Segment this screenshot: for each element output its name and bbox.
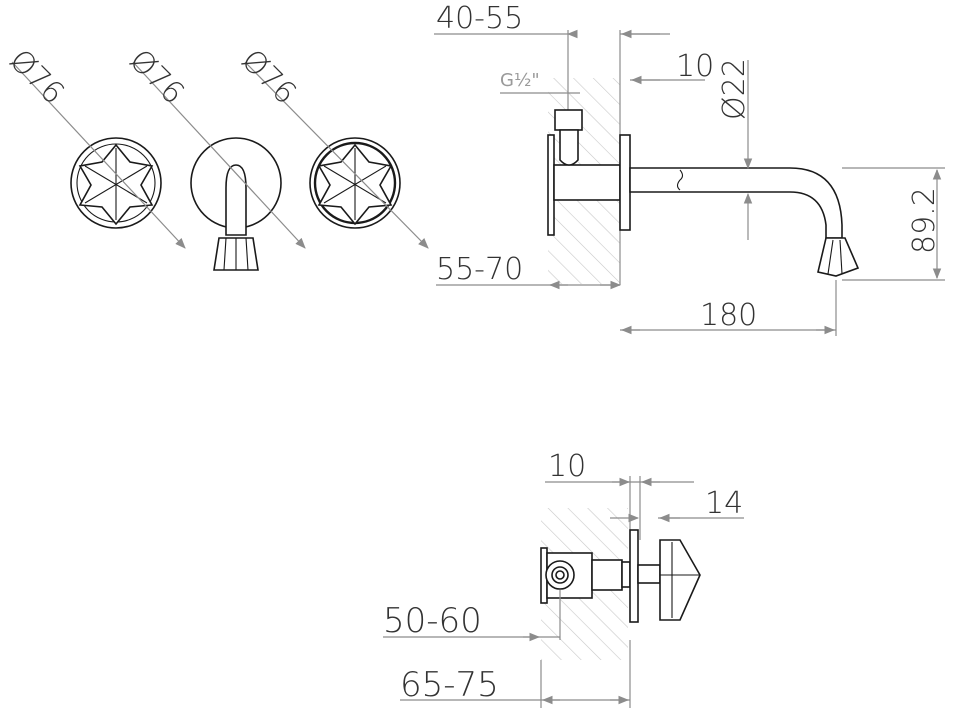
side-view-spout: 40-55 G½" 10 Ø22 89.2 55-70 (434, 1, 945, 336)
side-view-valve: 10 14 50-60 65-75 (383, 449, 744, 708)
dim-valve-flange: 10 (548, 449, 586, 484)
dim-handle-right-diameter: Ø76 (234, 43, 302, 111)
dim-valve-wall-depth-inner: 50-60 (383, 601, 482, 641)
dim-spout-projection: 180 (700, 298, 757, 333)
dim-wall-depth-bottom: 55-70 (436, 252, 523, 287)
dim-handle-left-diameter: Ø76 (2, 43, 70, 111)
dim-wall-depth-top: 40-55 (436, 1, 523, 36)
dim-flange-top: 10 (676, 49, 714, 84)
dim-spout-diameter-side: Ø22 (717, 58, 752, 120)
dim-valve-handle-offset: 14 (705, 486, 743, 521)
dim-spout-drop: 89.2 (907, 187, 942, 254)
dim-thread: G½" (500, 70, 540, 91)
dim-valve-wall-depth-outer: 65-75 (400, 665, 499, 705)
dim-spout-diameter: Ø76 (122, 43, 190, 111)
